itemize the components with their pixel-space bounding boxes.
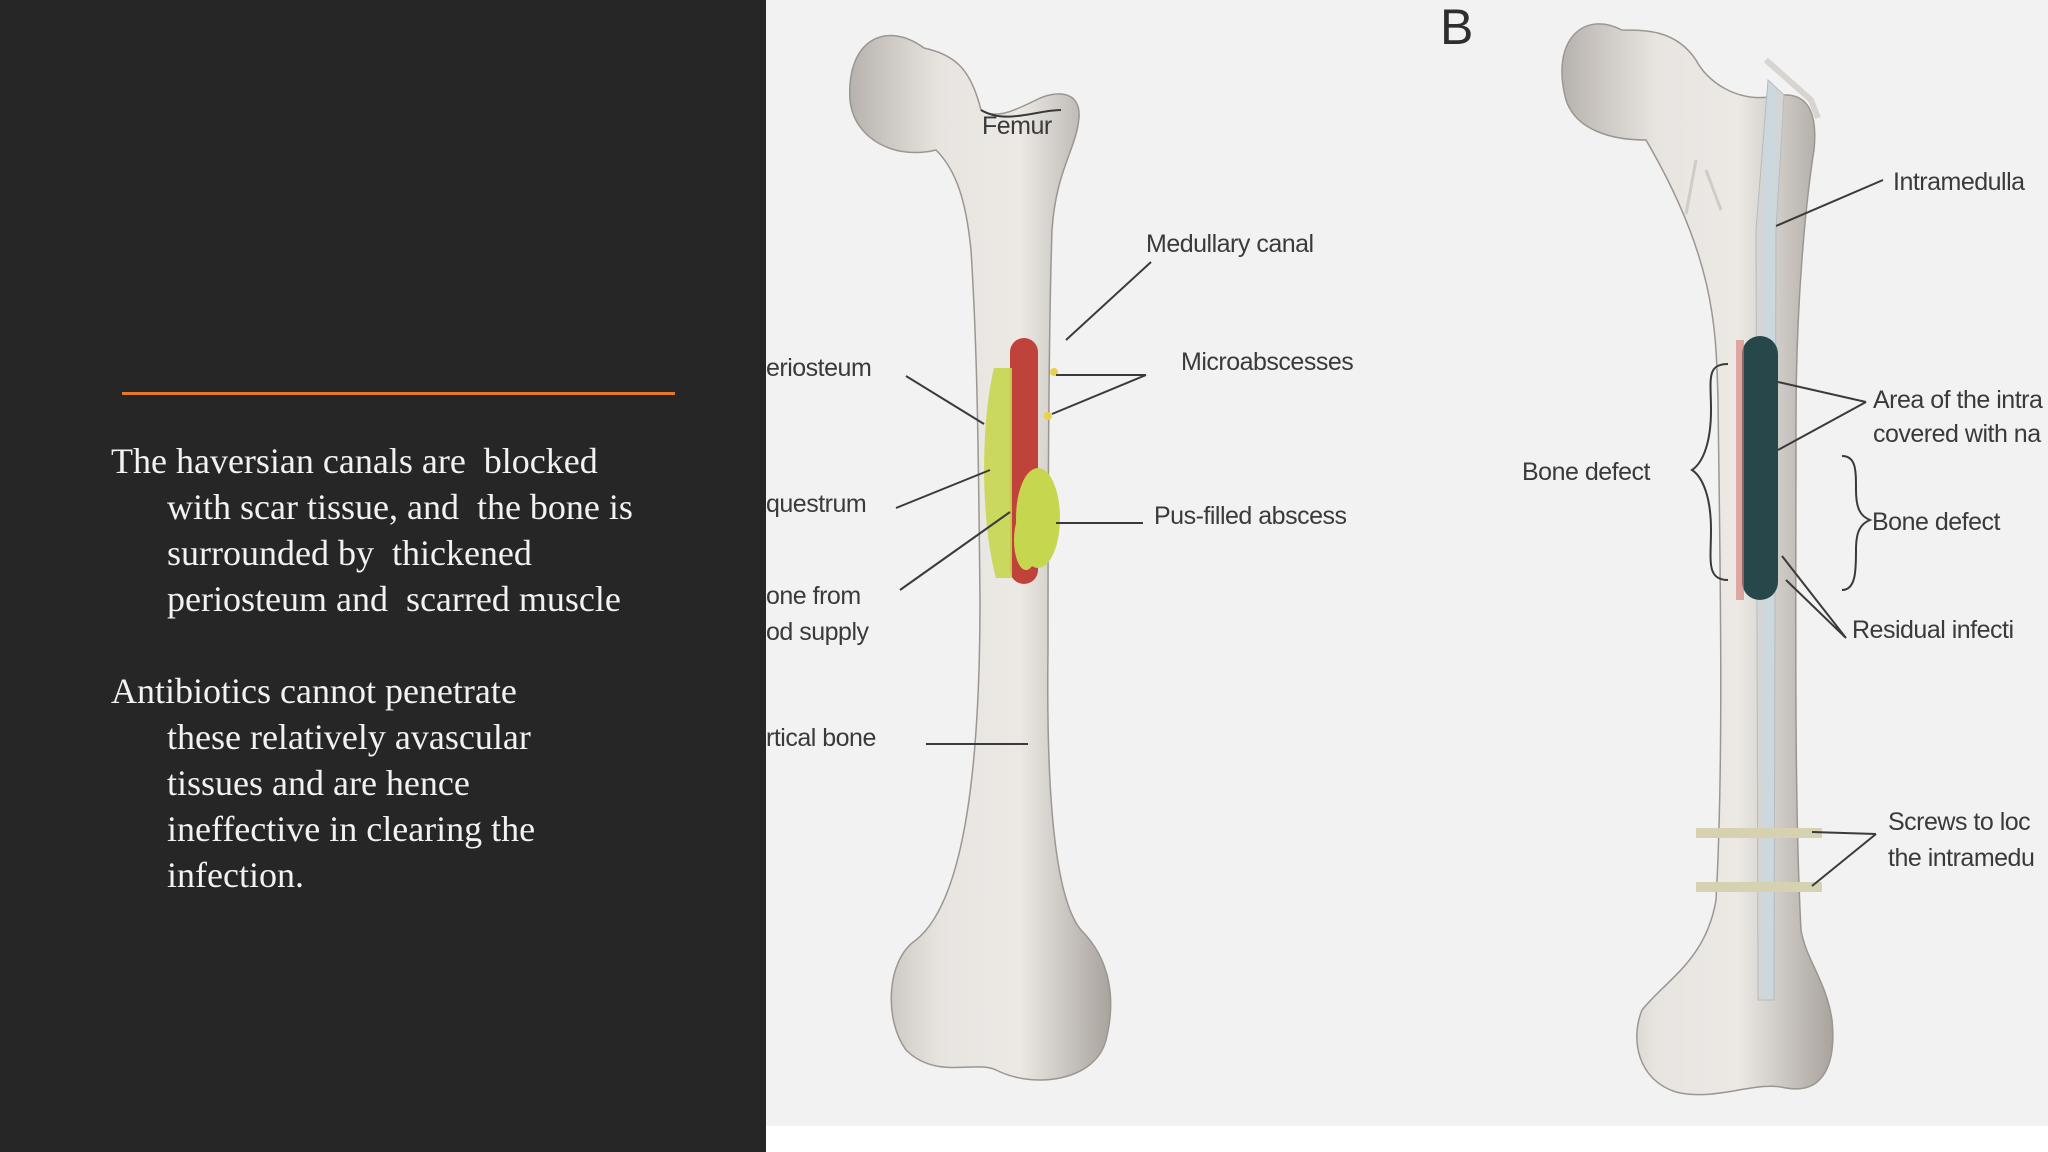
femur-illustration: Femur Medullary canal Microabscesses Pus… xyxy=(766,0,2048,1152)
label-microabscesses: Microabscesses xyxy=(1181,348,1353,376)
neck-shading xyxy=(980,109,1062,118)
femur-shape xyxy=(849,34,1112,1081)
brace-right xyxy=(1841,455,1873,591)
text-line: The haversian canals are blocked xyxy=(111,441,598,481)
label-area-line2: covered with na xyxy=(1873,420,2041,448)
label-screws-line2: the intramedu xyxy=(1888,844,2034,872)
paragraph-scar-tissue: The haversian canals are blocked with sc… xyxy=(111,438,711,622)
sequestrum-piece xyxy=(1014,510,1038,570)
brace-left xyxy=(1690,363,1729,581)
label-screws-line1: Screws to loc xyxy=(1888,808,2030,836)
paragraph-antibiotics: Antibiotics cannot penetrate these relat… xyxy=(111,668,711,898)
text-line: infection. xyxy=(167,855,304,895)
leader-residual xyxy=(1781,555,1847,639)
label-pus-filled-abscess: Pus-filled abscess xyxy=(1154,502,1346,530)
leader-medullary xyxy=(1065,261,1152,341)
nail-dark-section xyxy=(1742,336,1778,600)
figure-bottom-strip xyxy=(766,1126,2048,1152)
text-line: with scar tissue, and the bone is xyxy=(167,487,633,527)
label-bone-from-line2: od supply xyxy=(766,618,870,646)
microabscess-dot xyxy=(1044,412,1052,420)
label-femur: Femur xyxy=(982,112,1052,140)
leader-screws xyxy=(1811,831,1877,887)
femur-shape xyxy=(1561,23,1834,1096)
leader-periosteum xyxy=(905,375,985,425)
text-line: ineffective in clearing the xyxy=(167,809,536,849)
text-line: Antibiotics cannot penetrate xyxy=(111,671,517,711)
text-line: these relatively avascular xyxy=(167,717,531,757)
text-line: tissues and are hence xyxy=(167,763,470,803)
femur-treated xyxy=(1561,23,1834,1096)
locking-screw xyxy=(1696,882,1822,892)
text-line: periosteum and scarred muscle xyxy=(167,579,621,619)
label-intramedullary: Intramedulla xyxy=(1893,168,2025,196)
label-residual-infection: Residual infecti xyxy=(1852,616,2014,644)
label-periosteum: eriosteum xyxy=(766,354,871,382)
leader-sequestrum xyxy=(895,469,991,509)
locking-screw xyxy=(1696,828,1822,838)
label-area-line1: Area of the intra xyxy=(1873,386,2043,414)
label-medullary-canal: Medullary canal xyxy=(1146,230,1314,258)
nail-tip xyxy=(1764,57,1821,120)
leader-microabscesses xyxy=(1051,374,1147,415)
label-bone-defect-right: Bone defect xyxy=(1872,508,2000,536)
femur-figure: Femur Medullary canal Microabscesses Pus… xyxy=(766,0,2048,1152)
label-cortical-bone: rtical bone xyxy=(766,724,876,752)
label-bone-defect-left: Bone defect xyxy=(1522,458,1650,486)
residual-infection-rim xyxy=(1736,340,1744,600)
accent-divider xyxy=(122,392,675,395)
proximal-screw xyxy=(1684,159,1723,215)
leader-area xyxy=(1777,381,1867,451)
text-line: surrounded by thickened xyxy=(167,533,532,573)
label-bone-from-line1: one from xyxy=(766,582,861,610)
leader-bone-from xyxy=(899,511,1011,591)
femur-infected xyxy=(849,34,1112,1081)
panel-letter-b: B xyxy=(1440,0,1473,55)
text-panel: The haversian canals are blocked with sc… xyxy=(0,0,766,1152)
leader-intramedullary xyxy=(1775,179,1884,227)
label-sequestrum: questrum xyxy=(766,490,866,518)
